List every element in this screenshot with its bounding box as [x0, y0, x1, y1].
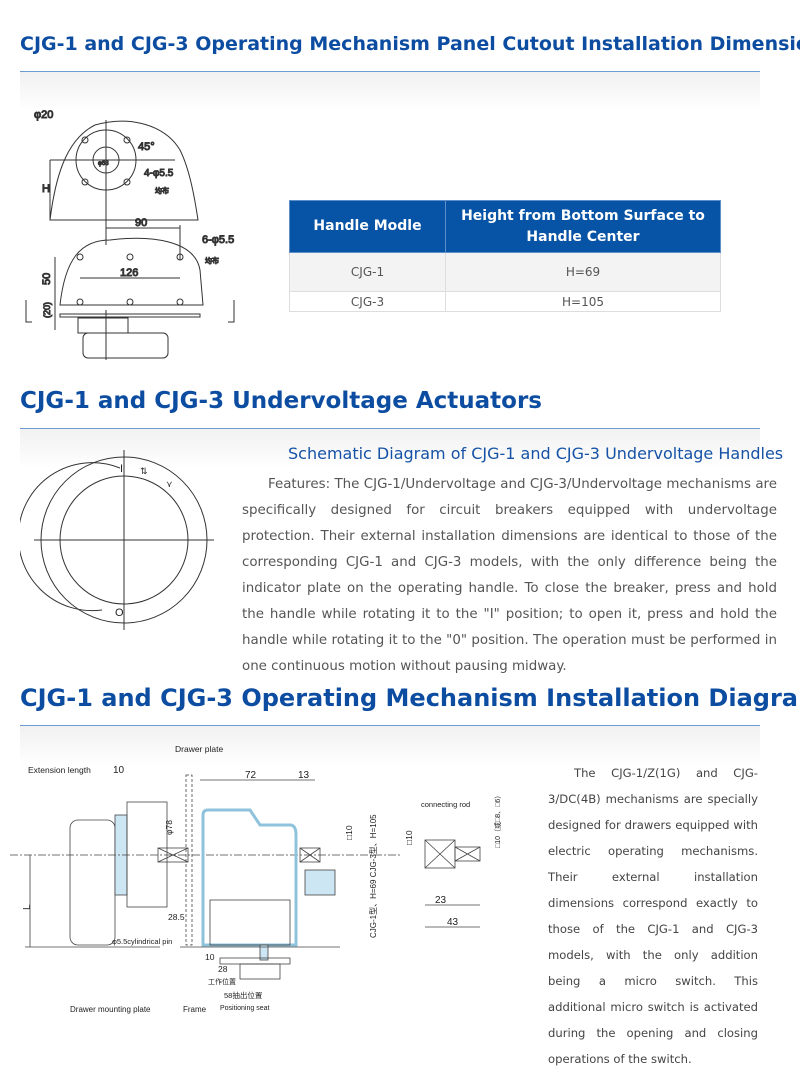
- svg-text:126: 126: [120, 267, 138, 279]
- svg-text:10: 10: [113, 765, 125, 776]
- svg-text:φ5.5cylindrical pin: φ5.5cylindrical pin: [112, 937, 172, 946]
- svg-text:O: O: [115, 607, 124, 619]
- table-cell: H=69: [445, 252, 721, 292]
- undervoltage-subtitle: Schematic Diagram of CJG-1 and CJG-3 Und…: [288, 444, 784, 463]
- svg-text:90: 90: [135, 217, 147, 229]
- svg-text:72: 72: [245, 770, 257, 781]
- header-fade: [20, 429, 760, 469]
- svg-text:φ78: φ78: [164, 820, 174, 835]
- divider: [20, 725, 760, 726]
- divider: [20, 71, 760, 72]
- svg-text:58抽出位置: 58抽出位置: [224, 990, 263, 1000]
- svg-text:工作位置: 工作位置: [208, 977, 236, 986]
- table-cell: H=105: [445, 291, 721, 312]
- panel-cutout-diagram: φ20 45° φ68 4-φ5.5 均布 H 90 6-φ5.5 均布 126…: [25, 109, 235, 360]
- table-row: CJG-3 H=105: [289, 291, 721, 312]
- svg-text:28.5: 28.5: [168, 912, 185, 922]
- table-row: CJG-1 H=69: [289, 252, 721, 292]
- handle-height-table: Handle Modle Height from Bottom Surface …: [289, 200, 721, 312]
- svg-text:φ68: φ68: [98, 161, 109, 167]
- section-title-panel-cutout: CJG-1 and CJG-3 Operating Mechanism Pane…: [20, 33, 800, 55]
- undervoltage-description: Features: The CJG-1/Undervoltage and CJG…: [242, 477, 777, 674]
- svg-text:L: L: [22, 904, 33, 910]
- table-cell: CJG-1: [289, 252, 446, 292]
- svg-text:⇅: ⇅: [140, 466, 148, 476]
- svg-text:Frame: Frame: [183, 1005, 207, 1014]
- svg-text:均布: 均布: [155, 186, 169, 195]
- svg-text:10: 10: [205, 952, 215, 962]
- svg-text:H: H: [42, 183, 50, 195]
- svg-text:□10（或□8、□6）: □10（或□8、□6）: [493, 792, 502, 848]
- divider: [20, 428, 760, 429]
- svg-text:6-φ5.5: 6-φ5.5: [202, 234, 234, 246]
- table-cell: CJG-3: [289, 291, 446, 312]
- svg-text:CJG-1型、H=69 CJG-3型、H=105: CJG-1型、H=69 CJG-3型、H=105: [369, 814, 378, 938]
- installation-diagram: Drawer plate Extension length 10 72 13 φ…: [10, 744, 502, 1014]
- svg-text:(20): (20): [42, 302, 52, 318]
- svg-text:28: 28: [218, 964, 228, 974]
- svg-text:Positioning seat: Positioning seat: [220, 1005, 269, 1012]
- svg-text:45°: 45°: [138, 141, 155, 153]
- svg-text:Extension length: Extension length: [28, 765, 91, 775]
- svg-text:13: 13: [298, 770, 310, 781]
- svg-text:□10: □10: [344, 825, 354, 840]
- svg-text:50: 50: [41, 273, 53, 285]
- svg-text:⋎: ⋎: [166, 479, 173, 489]
- table-header-model: Handle Modle: [289, 200, 446, 253]
- header-fade: [20, 726, 760, 766]
- svg-text:4-φ5.5: 4-φ5.5: [144, 168, 174, 179]
- installation-description: The CJG-1/Z(1G) and CJG-3/DC(4B) mechani…: [548, 766, 758, 1066]
- svg-text:I: I: [120, 463, 123, 475]
- table-header-height: Height from Bottom Surface to Handle Cen…: [445, 200, 721, 253]
- section-title-installation: CJG-1 and CJG-3 Operating Mechanism Inst…: [20, 684, 800, 712]
- section-title-undervoltage: CJG-1 and CJG-3 Undervoltage Actuators: [20, 388, 542, 414]
- svg-text:Drawer plate: Drawer plate: [175, 744, 223, 754]
- svg-text:均布: 均布: [205, 256, 219, 265]
- svg-text:φ20: φ20: [34, 109, 53, 121]
- svg-text:Drawer mounting plate: Drawer mounting plate: [70, 1005, 151, 1014]
- svg-text:connecting rod: connecting rod: [421, 800, 470, 809]
- svg-text:43: 43: [447, 917, 459, 928]
- undervoltage-handle-diagram: I O ⇅ ⋎: [20, 450, 214, 630]
- svg-text:□10: □10: [404, 830, 414, 845]
- svg-text:23: 23: [435, 895, 447, 906]
- header-fade: [20, 72, 760, 112]
